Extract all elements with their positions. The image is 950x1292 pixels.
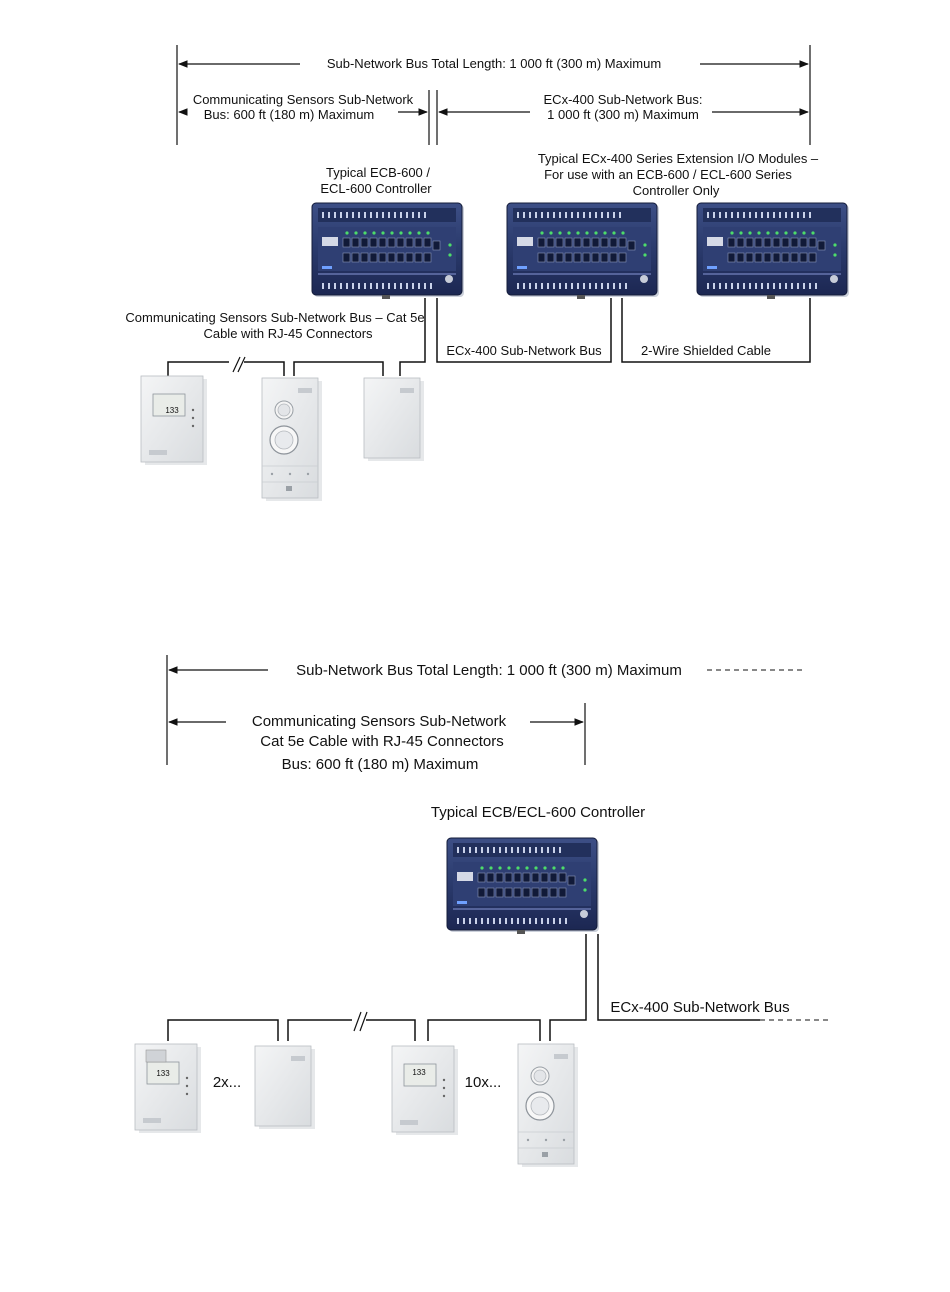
sensor-bus-wire-1 xyxy=(167,361,229,376)
ecb-600-controller xyxy=(311,202,465,300)
sensor-bus-wire-3 xyxy=(293,361,384,376)
blank-sensor-bottom xyxy=(254,1045,316,1130)
lcd-sensor-bottom xyxy=(391,1045,459,1136)
ecx-bus-wire-2 xyxy=(621,298,811,363)
ecx-bus-label-line1: ECx-400 Sub-Network Bus: xyxy=(544,92,703,107)
knob-sensor-bottom xyxy=(517,1043,579,1168)
ecx-bus-wire-1 xyxy=(436,298,612,363)
bottom-ecx-bus-wire xyxy=(597,934,760,1021)
bottom-sensor-wire-2a xyxy=(287,1019,352,1041)
motion-sensor-lens xyxy=(145,1049,167,1063)
bottom-diagram: Sub-Network Bus Total Length: 1 000 ft (… xyxy=(134,655,832,1168)
bottom-cable-break-symbol xyxy=(353,1011,368,1032)
shielded-cable-label: 2-Wire Shielded Cable xyxy=(641,343,771,358)
multiplier-10x: 10x... xyxy=(465,1074,502,1091)
controller-label-line1: Typical ECB-600 / xyxy=(326,165,430,180)
bottom-total-length-label: Sub-Network Bus Total Length: 1 000 ft (… xyxy=(296,662,682,679)
lcd-sensor-top-display: 133 xyxy=(165,406,179,415)
cable-break-symbol xyxy=(232,356,246,373)
bottom-ecx-bus-label: ECx-400 Sub-Network Bus xyxy=(610,999,789,1016)
lcd-motion-sensor-bottom xyxy=(134,1043,202,1134)
ext-modules-label-line2: For use with an ECB-600 / ECL-600 Series xyxy=(544,167,792,182)
lcd-sensor-top xyxy=(140,375,208,466)
bottom-sensors-label-line2: Cat 5e Cable with RJ-45 Connectors xyxy=(260,733,503,750)
bottom-sensor-to-controller xyxy=(549,934,587,1041)
sensors-bus-label-line2: Bus: 600 ft (180 m) Maximum xyxy=(204,107,375,122)
top-diagram: Sub-Network Bus Total Length: 1 000 ft (… xyxy=(125,45,850,502)
ecx-bus-wire-label: ECx-400 Sub-Network Bus xyxy=(446,343,602,358)
controller-label-line2: ECL-600 Controller xyxy=(320,181,432,196)
sensors-bus-label-line1: Communicating Sensors Sub-Network xyxy=(193,92,414,107)
lcd-motion-sensor-display: 133 xyxy=(156,1069,170,1078)
ecx-bus-label-line2: 1 000 ft (300 m) Maximum xyxy=(547,107,699,122)
cat5e-cable-label-line1: Communicating Sensors Sub-Network Bus – … xyxy=(125,310,424,325)
ext-modules-label-line3: Controller Only xyxy=(633,183,720,198)
blank-sensor-top xyxy=(363,377,425,462)
bottom-sensor-wire-2b xyxy=(366,1019,416,1041)
ecx-400-io-module-2 xyxy=(696,202,850,300)
bottom-controller-label: Typical ECB/ECL-600 Controller xyxy=(431,804,645,821)
lcd-sensor-bottom-display: 133 xyxy=(412,1068,426,1077)
ext-modules-label-line1: Typical ECx-400 Series Extension I/O Mod… xyxy=(538,151,819,166)
bottom-sensors-label-line3: Bus: 600 ft (180 m) Maximum xyxy=(282,756,479,773)
sensor-bus-to-controller xyxy=(399,298,426,376)
bottom-sensor-wire-3 xyxy=(427,1019,541,1041)
bottom-sensor-wire-1 xyxy=(167,1019,279,1041)
bottom-sensors-label-line1: Communicating Sensors Sub-Network xyxy=(252,713,507,730)
knob-sensor-top xyxy=(261,377,323,502)
multiplier-2x: 2x... xyxy=(213,1074,241,1091)
total-length-label: Sub-Network Bus Total Length: 1 000 ft (… xyxy=(327,56,661,71)
cat5e-cable-label-line2: Cable with RJ-45 Connectors xyxy=(203,326,373,341)
ecx-400-io-module-1 xyxy=(506,202,660,300)
sensor-bus-wire-2 xyxy=(244,361,285,376)
ecb-ecl-600-controller xyxy=(446,837,600,935)
